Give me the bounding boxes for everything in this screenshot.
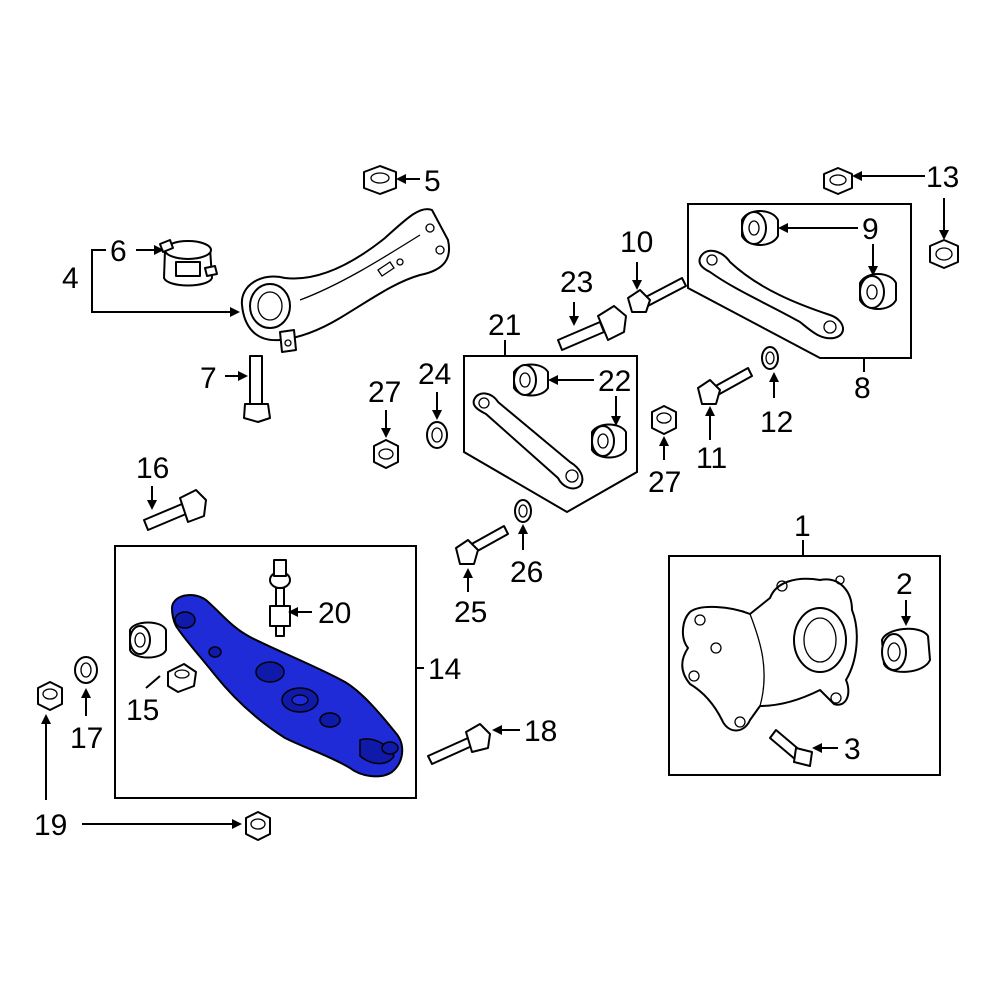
bushing-part-9a[interactable]	[741, 210, 779, 246]
callout-21[interactable]: 21	[488, 309, 521, 342]
callout-26[interactable]: 26	[510, 556, 543, 589]
callout-23[interactable]: 23	[560, 266, 593, 299]
callout-2[interactable]: 2	[896, 568, 913, 601]
callout-18[interactable]: 18	[524, 715, 557, 748]
callout-8[interactable]: 8	[854, 372, 871, 405]
bushing-part-9b[interactable]	[859, 273, 897, 310]
bushing-part-2[interactable]	[881, 627, 931, 673]
nut-part-27b[interactable]	[373, 439, 399, 469]
trailing-arm-part[interactable]	[240, 208, 450, 353]
callout-15[interactable]: 15	[126, 694, 159, 727]
callout-22[interactable]: 22	[598, 365, 631, 398]
nut-part-5[interactable]	[363, 165, 397, 195]
group-box-21	[463, 355, 638, 514]
bolt-part-11[interactable]	[697, 367, 753, 405]
bushing-part-6[interactable]	[159, 239, 218, 287]
washer-part-26[interactable]	[514, 499, 532, 523]
callout-17[interactable]: 17	[70, 722, 103, 755]
nut-part-27a[interactable]	[651, 405, 677, 435]
callout-5[interactable]: 5	[424, 165, 441, 198]
stabilizer-link-part-20[interactable]	[269, 559, 291, 637]
callout-14[interactable]: 14	[428, 653, 461, 686]
callout-24[interactable]: 24	[418, 358, 451, 391]
group-box-8	[687, 203, 912, 359]
callout-7[interactable]: 7	[200, 362, 217, 395]
bolt-part-23[interactable]	[557, 305, 627, 351]
bolt-part-7[interactable]	[243, 355, 271, 423]
callout-12[interactable]: 12	[760, 406, 793, 439]
callout-27-right[interactable]: 27	[648, 466, 681, 499]
control-arm-part-8[interactable]	[698, 249, 844, 340]
callout-4[interactable]: 4	[62, 262, 79, 295]
callout-3[interactable]: 3	[844, 733, 861, 766]
callout-labels: 5 6 4 7 10 23 9 13 8 21 22 24 27 27 11 1…	[34, 161, 959, 842]
lower-control-arm-part-14[interactable]	[171, 593, 404, 778]
callout-13[interactable]: 13	[926, 161, 959, 194]
nut-part-19b[interactable]	[245, 811, 271, 841]
link-arm-part-21[interactable]	[472, 392, 584, 490]
bolt-part-25[interactable]	[455, 525, 509, 565]
group-box-1	[668, 555, 941, 776]
callout-1[interactable]: 1	[794, 510, 811, 543]
callout-11[interactable]: 11	[696, 442, 727, 475]
washer-part-12[interactable]	[761, 346, 779, 370]
callout-25[interactable]: 25	[454, 596, 487, 629]
bolt-part-18[interactable]	[427, 723, 491, 765]
group-box-14	[114, 545, 417, 799]
bolt-part-16[interactable]	[143, 489, 207, 531]
knuckle-part-1[interactable]	[681, 575, 858, 732]
bushing-part-22a[interactable]	[513, 363, 549, 397]
callout-16[interactable]: 16	[136, 452, 169, 485]
callout-9[interactable]: 9	[862, 213, 879, 246]
washer-part-24[interactable]	[426, 421, 448, 449]
bushing-part-22b[interactable]	[591, 423, 627, 459]
nut-part-19a[interactable]	[37, 681, 63, 711]
bolt-part-10[interactable]	[627, 277, 687, 313]
nut-part-13b[interactable]	[929, 239, 959, 269]
washer-part-17[interactable]	[74, 656, 98, 684]
leader-lines	[41, 171, 949, 829]
bump-stop-part-15b[interactable]	[167, 663, 197, 693]
callout-20[interactable]: 20	[318, 597, 351, 630]
bolt-part-3[interactable]	[769, 729, 813, 767]
callout-19[interactable]: 19	[34, 809, 67, 842]
nut-part-13a[interactable]	[823, 167, 853, 195]
callout-6[interactable]: 6	[110, 235, 127, 268]
callout-10[interactable]: 10	[620, 226, 653, 259]
bushing-part-15[interactable]	[129, 621, 167, 659]
callout-27-left[interactable]: 27	[368, 376, 401, 409]
